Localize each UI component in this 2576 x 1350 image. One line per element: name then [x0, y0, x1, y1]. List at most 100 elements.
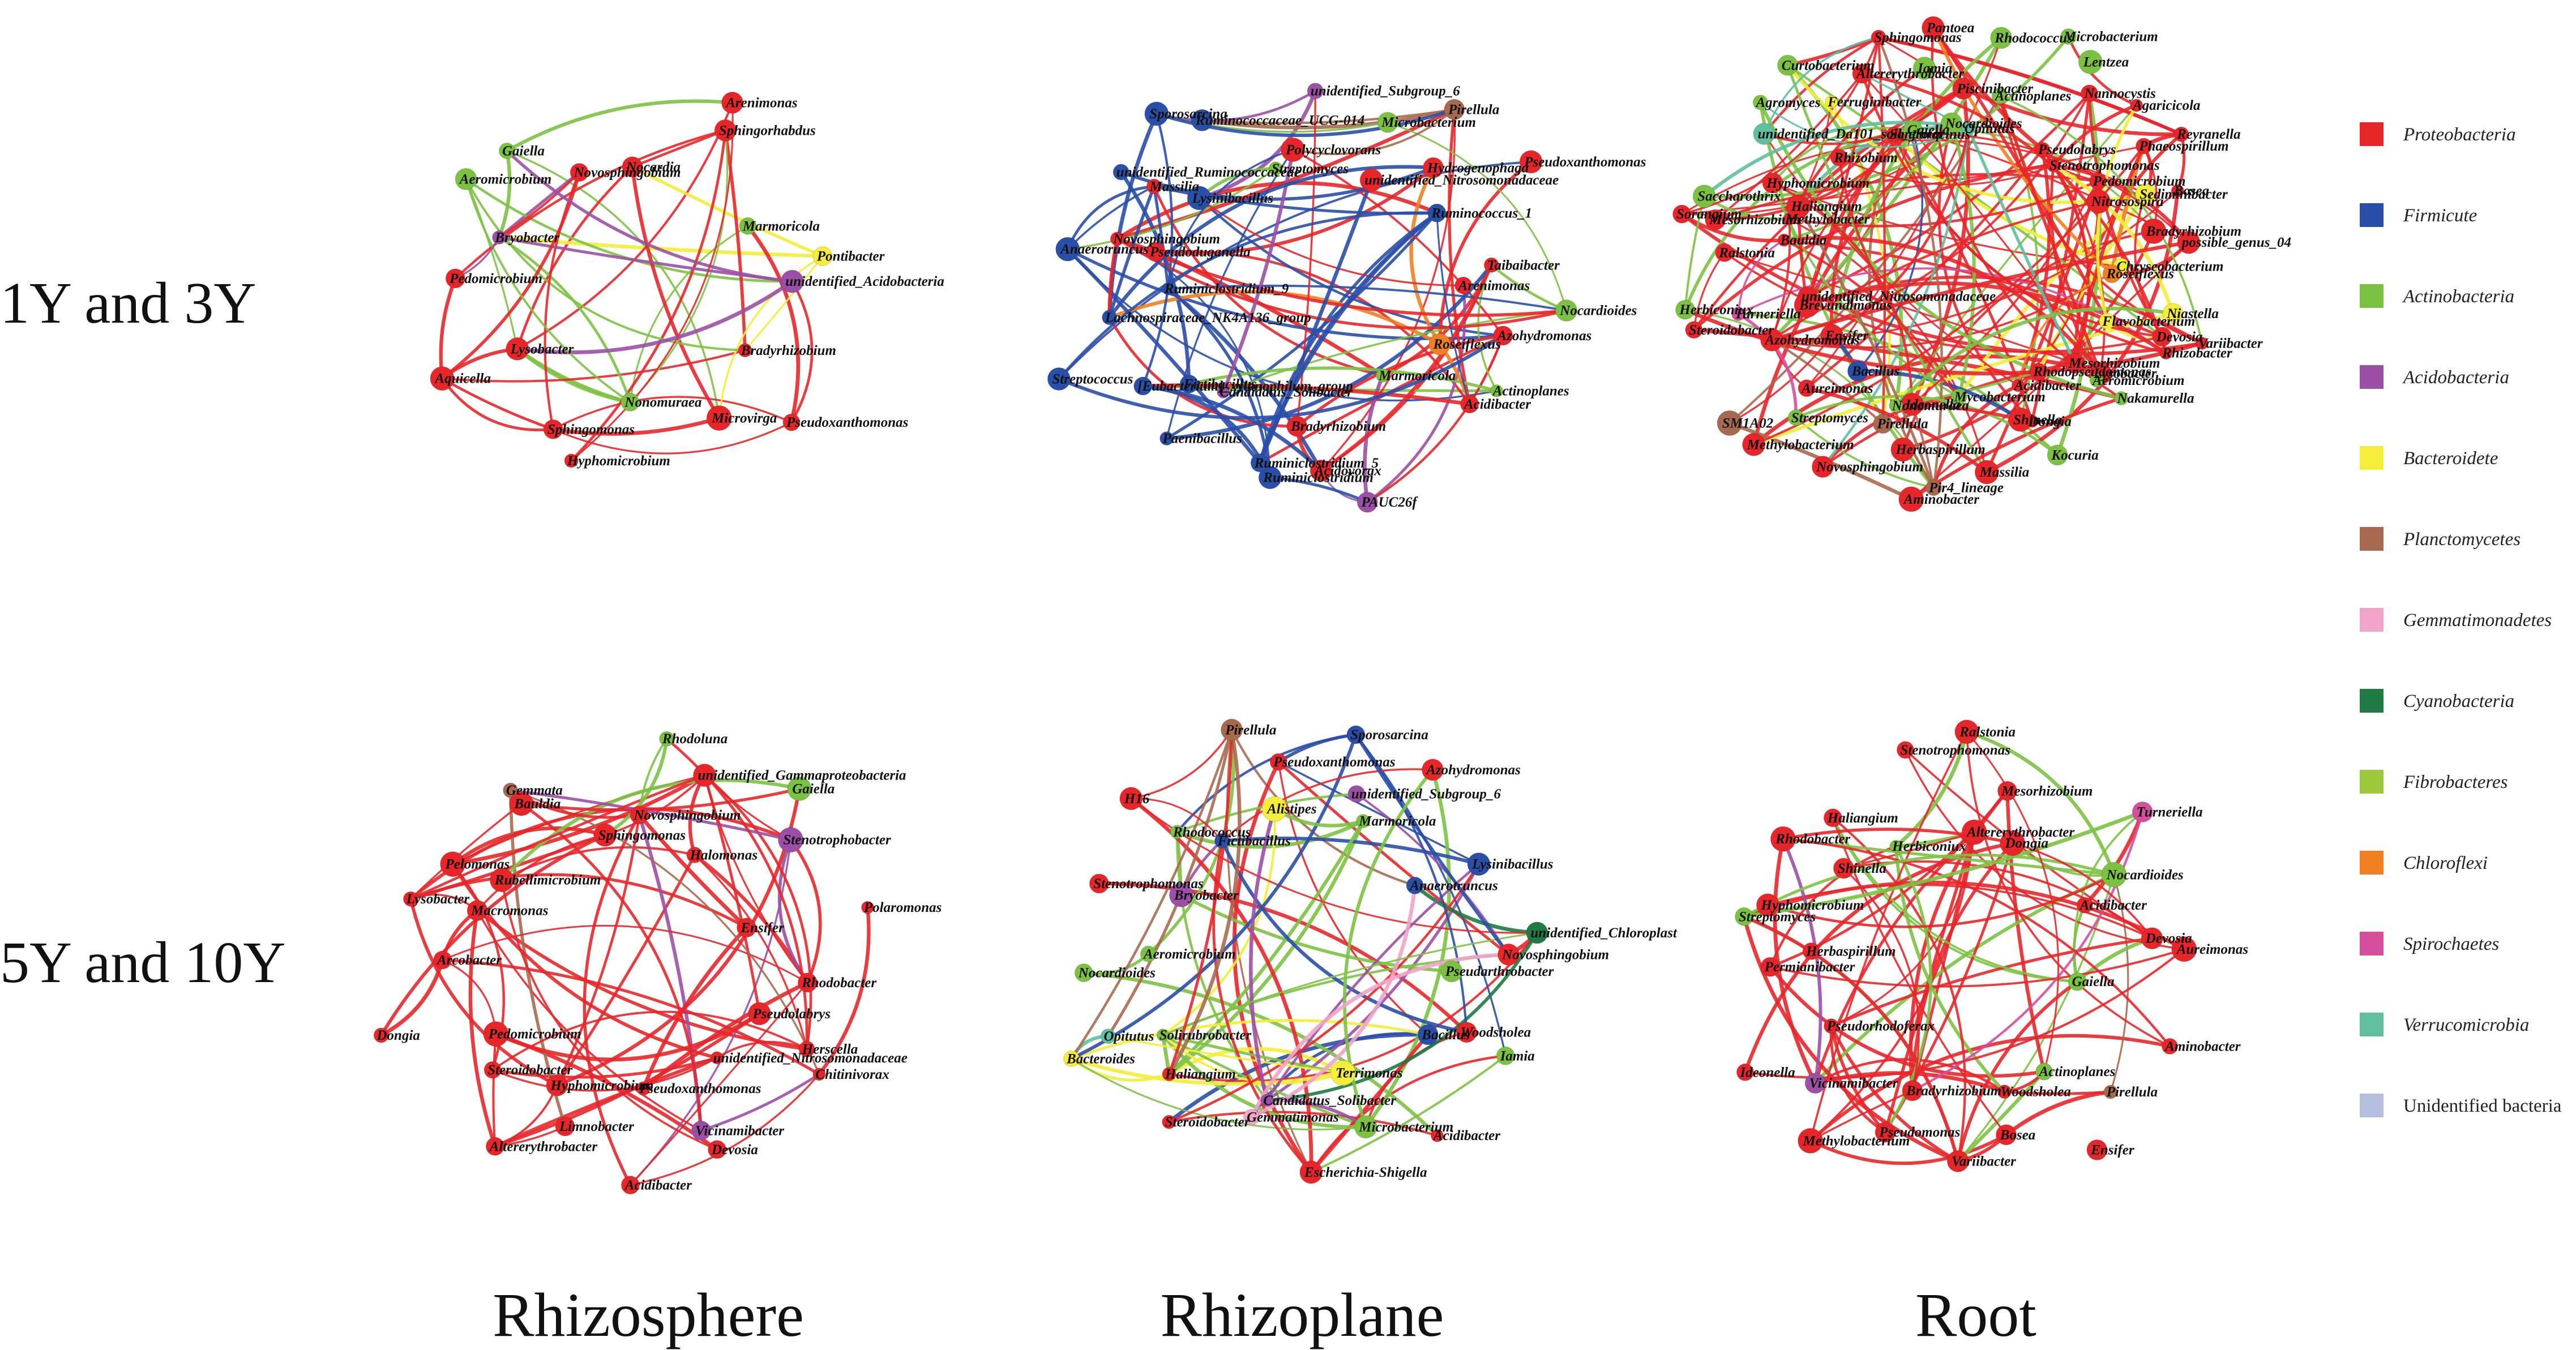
network-node [2177, 230, 2201, 254]
network-edge [1861, 73, 2102, 374]
network-node [498, 143, 515, 159]
node-label: Actinoplanes [1492, 384, 1569, 399]
network-node [1705, 209, 1726, 230]
network-edge [818, 907, 871, 1075]
node-label: Haliangium [1791, 199, 1862, 215]
network-edge [1448, 109, 1471, 405]
network-node [621, 1176, 640, 1195]
node-label: Mesorhizobium [2068, 356, 2160, 371]
network-edge [1071, 734, 1358, 1061]
network-node [1217, 385, 1230, 398]
node-label: Sorangium [1676, 207, 1741, 222]
network-node [1119, 787, 1143, 811]
network-node [2171, 184, 2184, 198]
network-node [1456, 1022, 1477, 1043]
column-label-rhizoplane: Rhizoplane [1161, 1280, 1444, 1349]
network-node [1359, 168, 1383, 192]
network-edge [1201, 108, 1455, 130]
network-node [1736, 1063, 1754, 1081]
network-node [1756, 893, 1779, 917]
network-edge [2004, 1090, 2111, 1095]
legend-label: Planctomycetes [2403, 529, 2521, 550]
network-node [1760, 328, 1784, 352]
network-edge [544, 172, 581, 430]
network-node [1672, 204, 1692, 224]
network-node [738, 343, 752, 358]
network-node [706, 405, 732, 431]
network-edge [1966, 731, 2171, 1048]
network-node [2141, 927, 2163, 950]
node-label: Lysinibacillus [1471, 857, 1554, 872]
node-label: Bosea [2173, 183, 2210, 199]
network-edge [410, 833, 606, 901]
node-label: Novosphingobium [634, 808, 741, 823]
node-label: Aureimonas [1800, 381, 1873, 396]
network-edge [498, 172, 580, 239]
network-edge [500, 778, 800, 881]
node-label: Pseudomonas [1878, 1125, 1960, 1140]
network-edge [746, 225, 801, 423]
network-edge [1155, 166, 1435, 255]
column-label-root: Root [1915, 1280, 2036, 1349]
node-label: Stenotrophobacter [783, 833, 891, 848]
network-edge [1058, 160, 1531, 380]
node-label: Actinoplanes [2038, 1064, 2116, 1079]
network-edge [1130, 798, 1537, 934]
network-edge [1998, 95, 2102, 374]
network-edge [1783, 122, 1953, 242]
network-node [1299, 1160, 1323, 1184]
node-label: Polaromonas [863, 900, 942, 915]
node-label: Bradyrhizobium [1906, 1083, 2001, 1099]
network-edge [1152, 186, 1170, 289]
legend-label: Bacteroidete [2403, 448, 2498, 469]
network-node [430, 366, 455, 391]
network-node [1786, 194, 1811, 219]
node-label: Ensifer [740, 920, 784, 936]
node-label: Piscinibacter [1956, 81, 2033, 96]
node-label: Ruminiclostridium [1263, 470, 1373, 486]
network-edge [1693, 252, 1726, 331]
network-node [778, 827, 804, 853]
node-label: Nocardioides [1945, 116, 2022, 131]
node-label: Pirellula [1448, 102, 1499, 117]
legend-swatch [2360, 446, 2384, 470]
legend-label: Fibrobacteres [2403, 772, 2508, 792]
node-label: Altererythrobacter [1855, 66, 1965, 82]
node-label: unidentified_Chloroplast [1531, 925, 1678, 941]
network-node [2195, 337, 2209, 350]
network-node [546, 1074, 568, 1096]
network-edge [1781, 838, 1822, 1084]
network-edge [1311, 1055, 1507, 1173]
network-edge [465, 178, 631, 404]
network-edge [1830, 133, 1895, 336]
network-node [1467, 852, 1491, 876]
network-node [797, 972, 818, 993]
network-node [1990, 27, 2013, 49]
node-label: Azohydromonas [1496, 328, 1592, 344]
network-node [1483, 257, 1499, 273]
network-edge [1894, 731, 1969, 848]
network-node [1852, 63, 1872, 84]
network-edge [1838, 157, 1960, 398]
network-edge [2083, 811, 2145, 907]
legend-swatch [2360, 284, 2384, 308]
network-edge [1249, 808, 1277, 1101]
network-node [1996, 1124, 2017, 1146]
node-label: unidentified_Subgroup_6 [1351, 787, 1501, 802]
network-edge [1366, 285, 1466, 504]
labels-layer: NocardiaArenimonasSphingorhabdusMarmoric… [376, 20, 2291, 1193]
node-label: Alistipes [1266, 802, 1317, 817]
node-label: Variibacter [1952, 1154, 2016, 1169]
network-node [2029, 363, 2047, 380]
network-edge [510, 788, 791, 842]
node-label: Stenotrophomonas [1093, 876, 1204, 892]
network-node [739, 217, 757, 235]
network-edge [1743, 853, 2115, 918]
network-node [1460, 395, 1479, 414]
network-edge [1153, 186, 1384, 377]
legend-swatch [2360, 527, 2384, 551]
network-edge [724, 130, 747, 350]
node-label: Pedomicrobium [488, 1027, 581, 1042]
node-label: Bosea [2000, 1128, 2036, 1143]
node-label: Halomonas [690, 848, 758, 863]
